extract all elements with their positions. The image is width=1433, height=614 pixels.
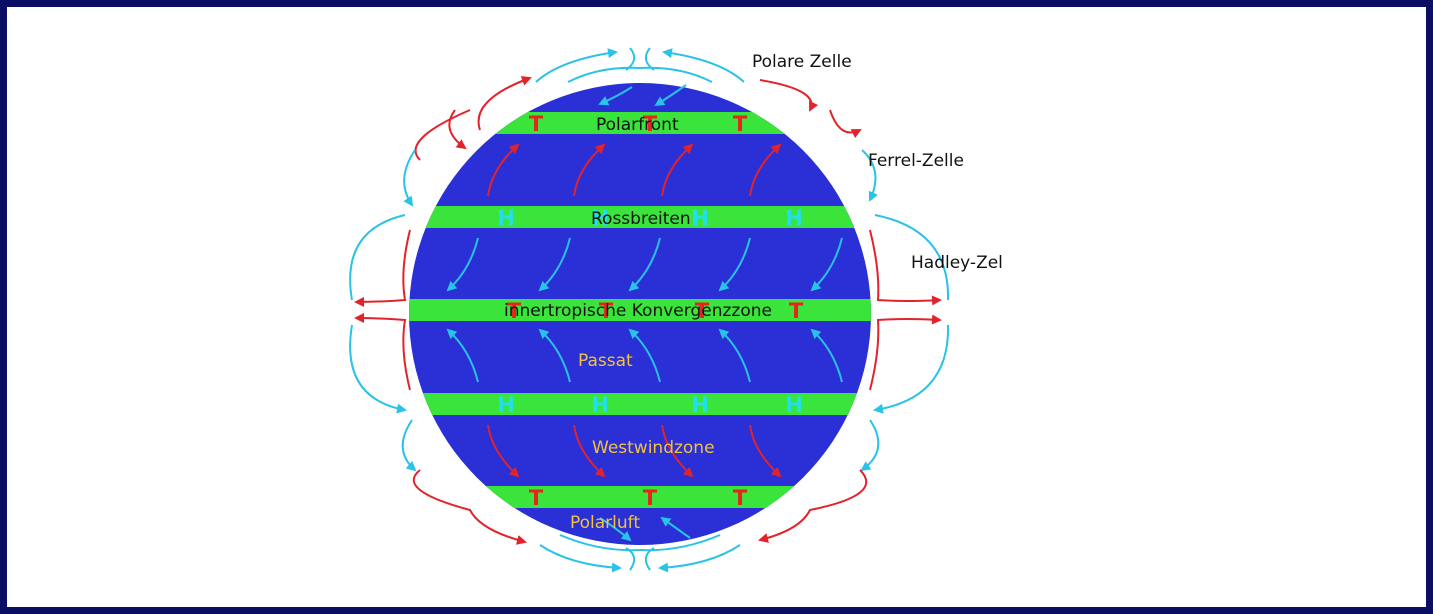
band-horse-latitudes-south — [409, 393, 871, 415]
westerly-arrow — [661, 143, 694, 197]
hadley-cell-label: Hadley-Zel — [911, 253, 1003, 273]
ferrel-cell-label: Ferrel-Zelle — [868, 151, 964, 171]
trade-wind-arrow — [718, 328, 751, 383]
surface-winds — [446, 84, 843, 542]
low-pressure-symbol: T — [529, 112, 544, 136]
polar-cell-right-south — [658, 544, 741, 573]
ferrel-cyan-left — [403, 149, 416, 207]
circulation-cells — [349, 47, 950, 573]
polar-cell-swirl-south — [644, 547, 655, 571]
low-pressure-symbol: T — [643, 486, 658, 510]
high-pressure-symbol: H — [785, 206, 803, 230]
polar-cell-return-right-south — [639, 534, 721, 552]
polar-cell-right — [662, 48, 745, 83]
trade-wind-arrow — [628, 237, 661, 292]
trade-wind-arrow — [718, 237, 751, 292]
polar-easterly-arrow — [654, 84, 687, 107]
pressure-symbols: T T T H H H H T T T T H H H H T T T — [497, 112, 804, 510]
trade-wind-arrow — [538, 328, 571, 383]
high-pressure-symbol: H — [591, 206, 609, 230]
band-itcz — [409, 299, 871, 321]
trade-wind-arrow — [538, 237, 571, 292]
horse-latitudes-label: Rossbreiten — [591, 209, 691, 229]
ferrel-cell-right-return — [829, 109, 862, 139]
westerly-arrow — [573, 424, 606, 478]
polar-cell-swirl — [625, 47, 636, 71]
trade-wind-arrow — [810, 237, 843, 292]
ferrel-cyan-right — [861, 149, 878, 202]
polar-cell-swirl — [644, 47, 655, 71]
polar-cell-left-south — [539, 544, 622, 573]
westerly-arrow — [749, 143, 782, 197]
hadley-cell-left-red — [354, 229, 411, 307]
trade-wind-arrow — [446, 237, 479, 292]
high-pressure-symbol: H — [497, 206, 515, 230]
polar-easterly-arrow — [599, 517, 632, 542]
trade-wind-arrow — [810, 328, 843, 383]
high-pressure-symbol: H — [691, 206, 709, 230]
band-horse-latitudes-north — [409, 206, 871, 228]
polar-cell-label: Polare Zelle — [752, 52, 852, 72]
polar-cell-left — [535, 48, 618, 83]
ferrel-cell-left-south — [412, 469, 527, 545]
hadley-cell-right-red — [869, 229, 942, 306]
latitude-bands — [409, 112, 871, 508]
westerly-arrow — [661, 424, 694, 478]
itcz-label: innertropische Konvergenzzone — [504, 301, 772, 321]
polar-front-label: Polarfront — [596, 115, 679, 135]
polar-cell-return-left-south — [559, 534, 641, 552]
band-polar-front-north — [409, 112, 871, 134]
hadley-cell-left-red-south — [354, 313, 411, 391]
ferrel-cell-left-return — [414, 109, 471, 161]
low-pressure-symbol: T — [733, 486, 748, 510]
westerlies-label: Westwindzone — [592, 438, 715, 458]
polar-cell-swirl-south — [625, 547, 636, 571]
trade-wind-arrow — [628, 328, 661, 383]
hadley-cell-left — [349, 214, 406, 301]
band-polar-front-south — [409, 486, 871, 508]
polar-cell-return-right — [639, 66, 713, 83]
high-pressure-symbol: H — [497, 393, 515, 417]
hadley-cell-left-south — [349, 324, 407, 414]
hadley-cell-right-red-south — [869, 314, 942, 391]
polar-easterly-arrow — [660, 516, 691, 539]
ferrel-cell-left — [477, 76, 532, 131]
hadley-cell-right — [874, 214, 950, 301]
ferrel-cell-left-down — [448, 109, 467, 150]
ferrel-cyan-left-south — [401, 419, 417, 472]
ferrel-cyan-right-south — [860, 419, 880, 472]
ferrel-cell-right — [759, 79, 819, 112]
polar-air-label: Polarluft — [570, 513, 640, 533]
westerly-arrow — [487, 143, 520, 197]
polar-cell-return-left — [567, 66, 641, 83]
low-pressure-symbol: T — [789, 299, 804, 323]
ferrel-cell-right-south — [758, 469, 868, 543]
low-pressure-symbol: T — [733, 112, 748, 136]
low-pressure-symbol: T — [599, 299, 614, 323]
high-pressure-symbol: H — [785, 393, 803, 417]
low-pressure-symbol: T — [507, 299, 522, 323]
trade-wind-arrow — [446, 328, 479, 383]
westerly-arrow — [749, 424, 782, 478]
high-pressure-symbol: H — [691, 393, 709, 417]
low-pressure-symbol: T — [643, 112, 658, 136]
hadley-cell-right-south — [873, 324, 950, 414]
low-pressure-symbol: T — [695, 299, 710, 323]
trade-wind-label: Passat — [578, 351, 633, 371]
low-pressure-symbol: T — [529, 486, 544, 510]
polar-easterly-arrow — [598, 86, 633, 106]
westerly-arrow — [487, 424, 520, 478]
westerly-arrow — [573, 143, 606, 197]
high-pressure-symbol: H — [591, 393, 609, 417]
